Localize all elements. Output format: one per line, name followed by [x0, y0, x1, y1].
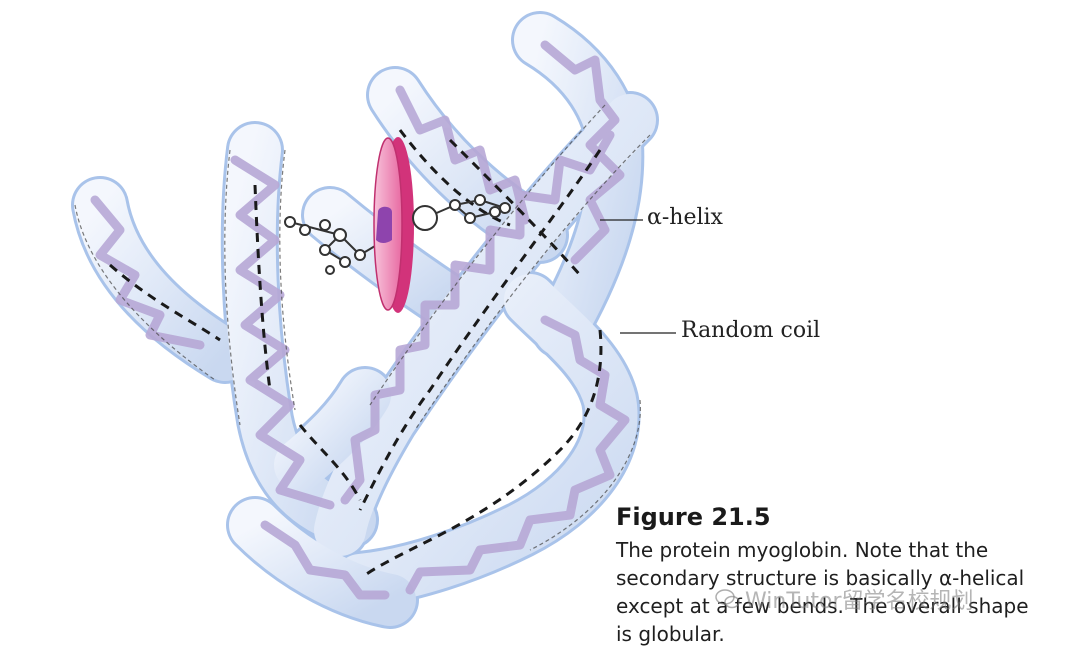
label-alpha-helix: α-helix — [647, 205, 723, 230]
helix-axes — [109, 129, 603, 577]
figure-caption: The protein myoglobin. Note that the sec… — [616, 536, 1066, 648]
tube-edge-dashes — [74, 104, 651, 551]
label-random-coil: Random coil — [681, 318, 821, 343]
caption-line-3: except at a few bends. The overall shape — [616, 594, 1029, 618]
helix-ribbons — [90, 40, 630, 600]
caption-line-1: The protein myoglobin. Note that the — [616, 538, 989, 562]
watermark-text: WinTutor留学名校规划 — [745, 589, 974, 614]
heme-side-chain-right — [412, 194, 511, 231]
wechat-bubble-icon — [715, 589, 740, 609]
caption-line-2: secondary structure is basically α-helic… — [616, 566, 1025, 590]
caption-line-4: is globular. — [616, 622, 725, 646]
figure-title: Figure 21.5 — [616, 503, 771, 531]
heme-group — [284, 137, 511, 313]
iron-atom — [376, 206, 392, 243]
